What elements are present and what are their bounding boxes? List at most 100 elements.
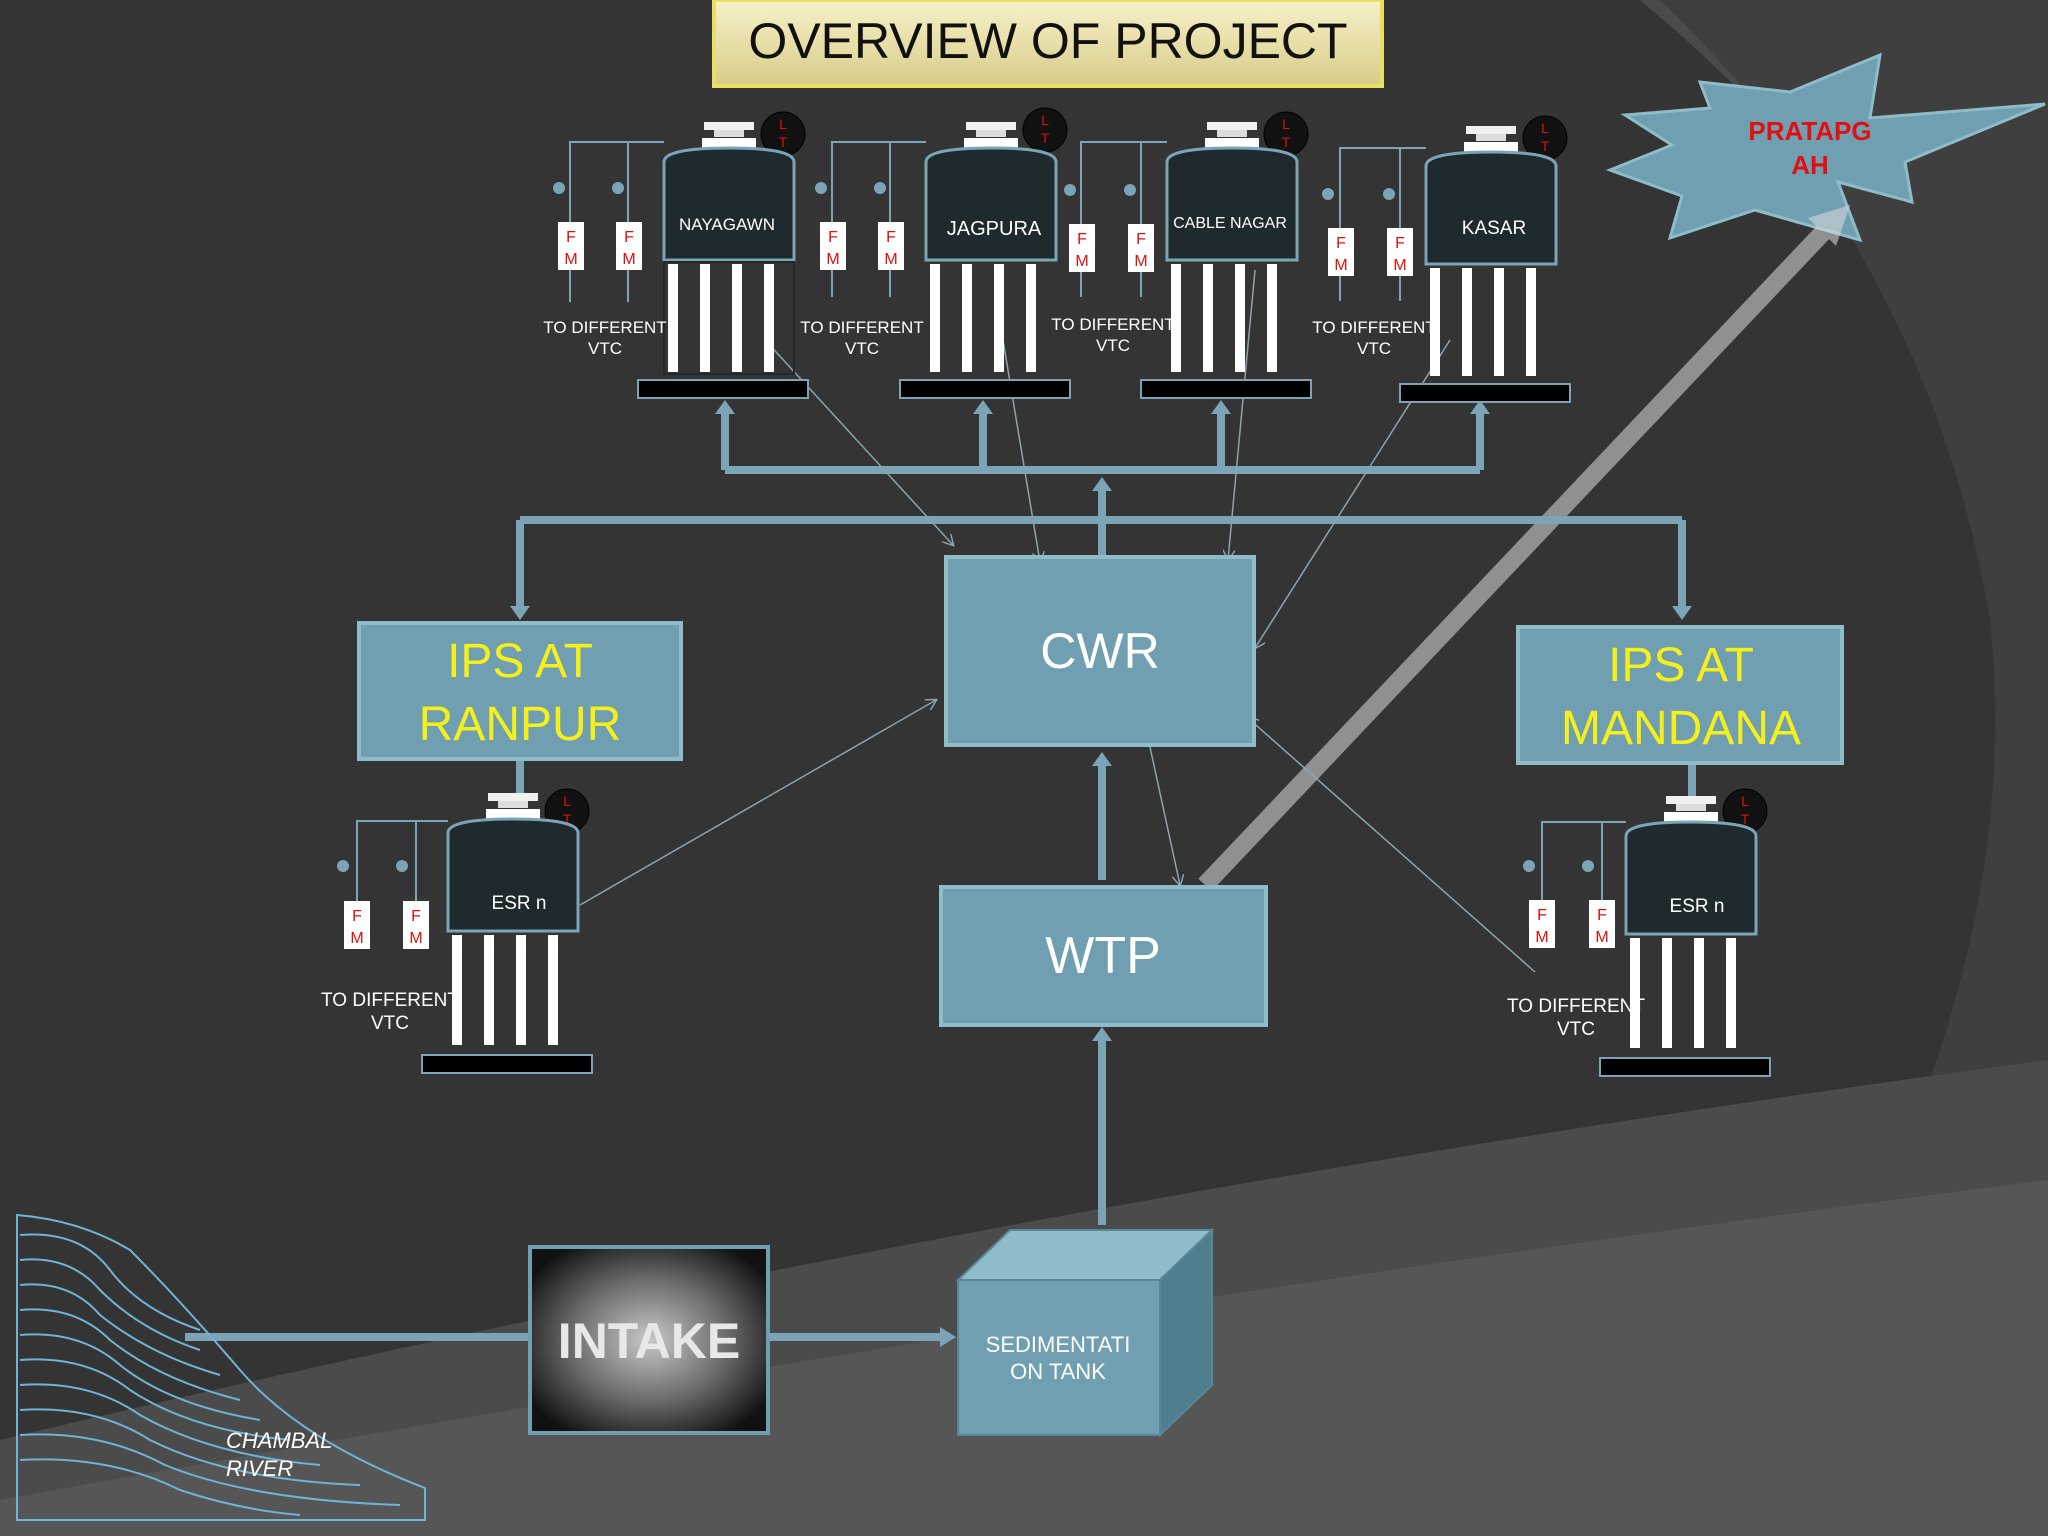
svg-text:T: T <box>1741 811 1750 827</box>
tank-jagpura: L T JAGPURA FM FM TO DIFFERENT VTC <box>800 107 1071 399</box>
svg-text:F: F <box>624 229 634 246</box>
svg-text:M: M <box>884 251 897 268</box>
svg-text:M: M <box>1535 929 1548 946</box>
flow-meter: FM <box>558 222 584 270</box>
flow-meter: FM <box>820 222 846 270</box>
vtc-label-line2: VTC <box>1357 339 1391 358</box>
river-label-line2: RIVER <box>226 1456 293 1481</box>
tank-name: CABLE NAGAR <box>1173 215 1287 232</box>
intake-label: INTAKE <box>558 1313 740 1369</box>
lt-gauge: L T <box>1522 115 1568 161</box>
page-title: OVERVIEW OF PROJECT <box>748 13 1347 69</box>
svg-text:F: F <box>1597 907 1607 924</box>
ips-mandana-box: IPS AT MANDANA <box>1516 625 1844 765</box>
svg-text:M: M <box>409 930 422 947</box>
destination-label-line1: PRATAPG <box>1748 116 1871 146</box>
svg-text:M: M <box>1595 929 1608 946</box>
river-label-line1: CHAMBAL <box>226 1428 332 1453</box>
cwr-box: CWR <box>944 555 1256 747</box>
svg-text:L: L <box>1041 112 1049 128</box>
flow-meter: FM <box>1328 228 1354 276</box>
ips-mandana-line1: IPS AT <box>1608 639 1754 692</box>
vtc-label-line2: VTC <box>588 339 622 358</box>
ips-ranpur-line2: RANPUR <box>419 698 622 751</box>
transfer-arrow <box>1198 205 1850 892</box>
svg-text:T: T <box>1041 130 1050 146</box>
flow-meter: FM <box>1529 900 1555 948</box>
svg-text:M: M <box>1134 253 1147 270</box>
svg-text:M: M <box>564 251 577 268</box>
flow-meter: FM <box>878 222 904 270</box>
flow-meter: FM <box>1387 228 1413 276</box>
tank-esr-ranpur: L T ESR n FM FM TO DIFFERENT VTC <box>321 788 593 1074</box>
svg-text:F: F <box>1395 235 1405 252</box>
svg-text:M: M <box>622 251 635 268</box>
svg-text:T: T <box>779 134 788 150</box>
pipe-network <box>185 408 1696 1341</box>
vtc-label-line1: TO DIFFERENT <box>543 318 666 337</box>
svg-text:T: T <box>1282 134 1291 150</box>
lt-gauge: L T <box>1722 788 1768 834</box>
tank-name: JAGPURA <box>947 218 1042 240</box>
tank-kasar: L T KASAR FM FM TO DIFFERENT VTC <box>1312 115 1571 403</box>
flow-meter: FM <box>403 901 429 949</box>
vtc-label-line1: TO DIFFERENT <box>1051 315 1174 334</box>
title-banner: OVERVIEW OF PROJECT <box>712 0 1384 88</box>
vtc-label-line2: VTC <box>845 339 879 358</box>
ips-ranpur-line1: IPS AT <box>447 635 593 688</box>
svg-text:L: L <box>563 793 571 809</box>
svg-text:F: F <box>1336 235 1346 252</box>
svg-text:F: F <box>886 229 896 246</box>
pipe-arrowheads <box>510 400 1692 1347</box>
svg-text:M: M <box>1075 253 1088 270</box>
sedimentation-tank: SEDIMENTATI ON TANK <box>955 1227 1215 1438</box>
vtc-label-line2: VTC <box>371 1013 409 1034</box>
sedimentation-label-line1: SEDIMENTATI <box>986 1332 1131 1357</box>
wtp-label: WTP <box>1045 927 1161 985</box>
flow-meter: FM <box>1589 900 1615 948</box>
cwr-label: CWR <box>1040 623 1159 679</box>
lt-gauge: L T <box>1263 111 1309 157</box>
lt-gauge: L T <box>760 111 806 157</box>
svg-text:L: L <box>1282 116 1290 132</box>
flow-meter: FM <box>1128 224 1154 272</box>
ips-mandana-line2: MANDANA <box>1561 702 1801 755</box>
vtc-label-line2: VTC <box>1096 336 1130 355</box>
wtp-box: WTP <box>939 885 1268 1027</box>
svg-text:F: F <box>411 908 421 925</box>
vtc-label-line1: TO DIFFERENT <box>1312 318 1435 337</box>
svg-text:F: F <box>566 229 576 246</box>
tank-nayagawn: L T NAYAGAWN FM FM TO DIFFERENT VTC <box>543 111 809 399</box>
tank-name: NAYAGAWN <box>679 215 775 234</box>
tank-name: ESR n <box>492 893 547 914</box>
svg-text:M: M <box>350 930 363 947</box>
vtc-label-line1: TO DIFFERENT <box>321 990 459 1011</box>
svg-text:L: L <box>779 116 787 132</box>
vtc-label-line2: VTC <box>1557 1019 1595 1040</box>
svg-text:F: F <box>352 908 362 925</box>
svg-text:M: M <box>1334 257 1347 274</box>
svg-text:F: F <box>828 229 838 246</box>
svg-text:F: F <box>1537 907 1547 924</box>
svg-text:L: L <box>1541 120 1549 136</box>
svg-text:M: M <box>826 251 839 268</box>
tank-name: KASAR <box>1462 218 1526 239</box>
ips-ranpur-box: IPS AT RANPUR <box>357 621 683 761</box>
svg-text:T: T <box>563 811 572 827</box>
flow-meter: FM <box>1069 224 1095 272</box>
flow-meter: FM <box>344 901 370 949</box>
svg-text:T: T <box>1541 138 1550 154</box>
svg-text:M: M <box>1393 257 1406 274</box>
vtc-label-line1: TO DIFFERENT <box>1507 996 1645 1017</box>
destination-starburst: PRATAPG AH <box>1605 52 2046 243</box>
svg-text:F: F <box>1136 231 1146 248</box>
intake-box: INTAKE <box>528 1245 770 1435</box>
svg-text:L: L <box>1741 793 1749 809</box>
svg-text:F: F <box>1077 231 1087 248</box>
tank-cable-nagar: L T CABLE NAGAR FM FM TO DIFFERENT VTC <box>1051 111 1312 399</box>
chambal-river: CHAMBAL RIVER <box>16 1213 426 1521</box>
tank-name: ESR n <box>1670 896 1725 917</box>
sedimentation-label-line2: ON TANK <box>1010 1359 1106 1384</box>
tank-esr-mandana: L T ESR n FM FM TO DIFFERENT VTC <box>1507 788 1771 1077</box>
